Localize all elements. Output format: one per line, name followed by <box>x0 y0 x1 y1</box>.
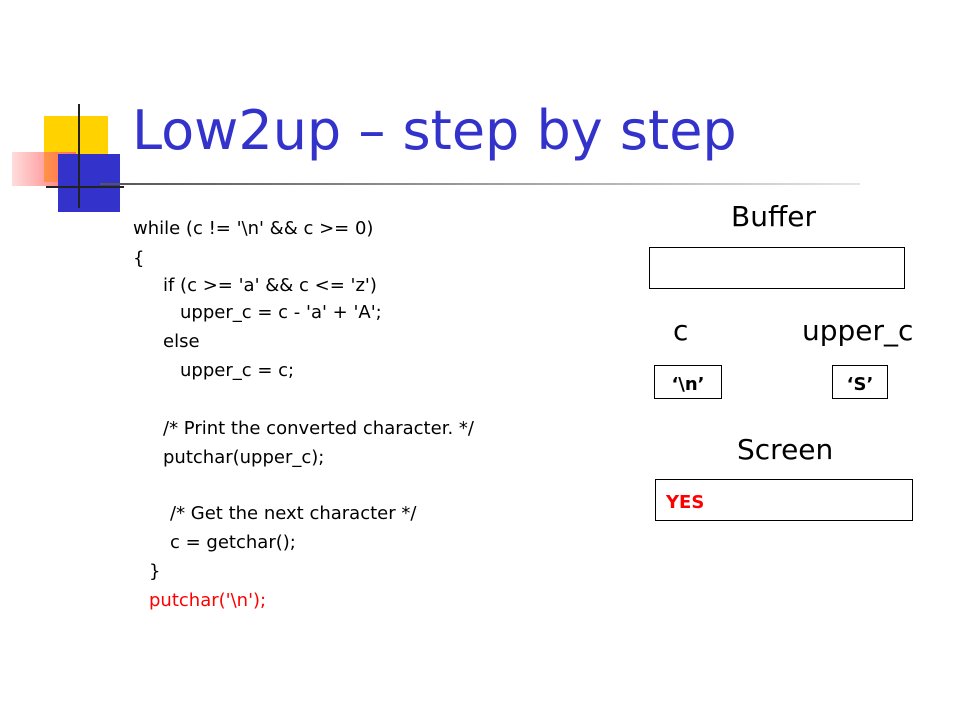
code-line: while (c != '\n' && c >= 0) <box>133 218 374 239</box>
variable-upper-c-label: upper_c <box>802 314 914 347</box>
decor-horizontal-line <box>46 186 124 188</box>
code-line: upper_c = c; <box>180 360 295 381</box>
code-line: putchar(upper_c); <box>163 447 325 468</box>
variable-c-box: ‘\n’ <box>654 365 722 399</box>
code-line: else <box>163 331 200 352</box>
variable-upper-c-value: ‘S’ <box>846 374 874 395</box>
buffer-label: Buffer <box>731 200 816 233</box>
variable-c-value: ‘\n’ <box>671 374 705 395</box>
buffer-box <box>649 247 905 289</box>
title-underline <box>100 183 860 185</box>
code-listing: while (c != '\n' && c >= 0) { if (c >= '… <box>133 218 474 611</box>
screen-box: YES <box>655 479 913 521</box>
code-line-highlighted: putchar('\n'); <box>149 590 267 611</box>
variable-c-label: c <box>673 314 689 347</box>
code-line: /* Print the converted character. */ <box>163 418 474 439</box>
variable-upper-c-box: ‘S’ <box>832 365 888 399</box>
screen-label: Screen <box>737 433 834 466</box>
code-line: if (c >= 'a' && c <= 'z') <box>163 275 377 296</box>
decor-vertical-line <box>78 104 80 208</box>
screen-output: YES <box>666 492 705 513</box>
code-line: upper_c = c - 'a' + 'A'; <box>180 302 382 323</box>
slide-title: Low2up – step by step <box>132 99 737 162</box>
code-line: /* Get the next character */ <box>170 503 417 524</box>
code-line: } <box>149 561 161 582</box>
code-line: { <box>133 248 145 269</box>
code-line: c = getchar(); <box>170 532 296 553</box>
